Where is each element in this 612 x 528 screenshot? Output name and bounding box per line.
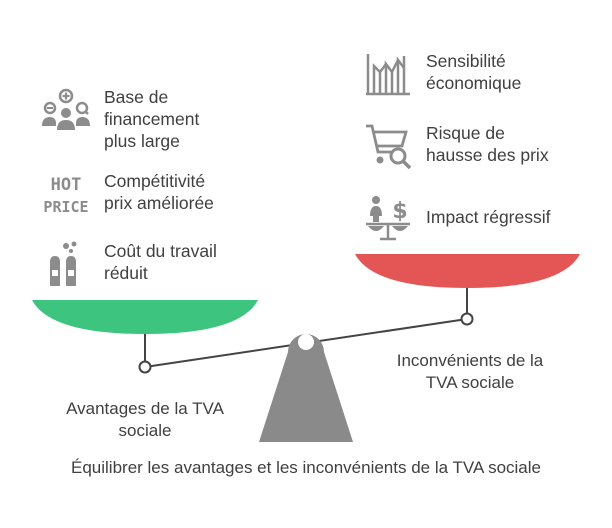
people-plus-icon xyxy=(40,86,92,134)
right-hinge xyxy=(460,312,474,326)
person-dollar-scale-icon: $ xyxy=(362,194,414,242)
fulcrum xyxy=(259,334,353,442)
disadvantage-label: Impact régressif xyxy=(426,207,551,227)
hot-price-icon: HOT PRICE xyxy=(40,170,92,218)
advantages-pan xyxy=(32,300,258,334)
svg-text:$: $ xyxy=(392,199,407,224)
diagram-caption: Équilibrer les avantages et les inconvén… xyxy=(71,458,541,477)
cart-search-icon xyxy=(362,122,414,170)
fluctuating-bars-icon xyxy=(362,50,414,98)
hot-text: HOT xyxy=(51,175,82,195)
fulcrum-pivot xyxy=(298,334,314,350)
bottles-icon xyxy=(40,240,92,288)
left-hinge xyxy=(138,360,152,374)
disadvantages-pan xyxy=(355,254,580,288)
price-text: PRICE xyxy=(43,198,88,216)
disadvantage-item: $ Impact régressif xyxy=(362,194,550,242)
